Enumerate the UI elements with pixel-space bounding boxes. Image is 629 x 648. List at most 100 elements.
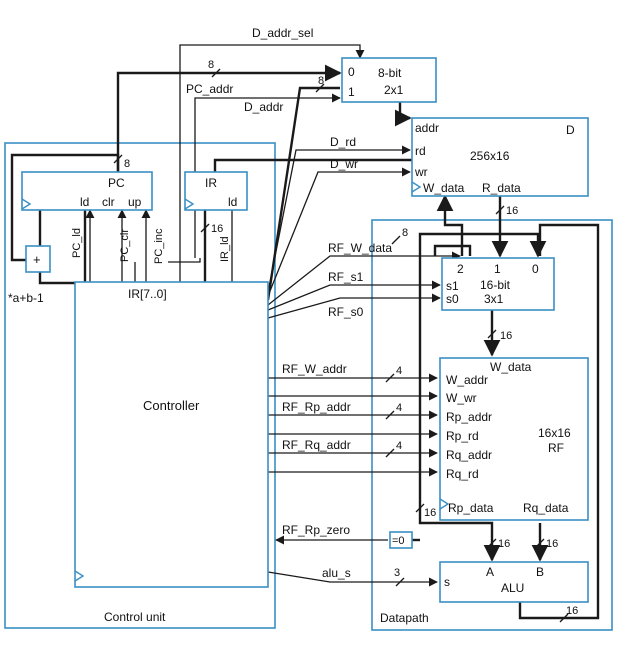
regfile-size: 16x16 [538, 426, 571, 440]
pc-port-up: up [128, 195, 142, 209]
addr-mux-block [341, 57, 437, 103]
signal-alu-s: alu_s [322, 566, 351, 580]
width-alu-s-3: 3 [394, 567, 400, 579]
width-rqaddr-4: 4 [396, 440, 402, 452]
regfile-port-rqaddr: Rq_addr [446, 448, 492, 462]
adder-block [25, 245, 51, 273]
signal-pc-inc: PC_inc [153, 228, 165, 264]
width-alu-b-16: 16 [546, 538, 558, 550]
addr-mux-line1: 8-bit [378, 66, 402, 80]
ir-port-ld: ld [228, 195, 237, 209]
memory-port-wdata: W_data [423, 181, 465, 195]
addr-mux-in0: 0 [348, 65, 355, 79]
memory-port-wr: wr [414, 165, 428, 179]
controller-label: Controller [143, 398, 200, 413]
memory-block [411, 117, 589, 197]
controller-outputs [266, 86, 461, 587]
signal-d-wr: D_wr [330, 157, 358, 171]
ir-clock-icon [184, 198, 195, 210]
regfile-block [439, 357, 589, 521]
regfile-port-waddr: W_addr [446, 373, 488, 387]
pc-port-clr: clr [102, 195, 115, 209]
rf-mux-in1: 1 [494, 262, 501, 276]
pc-port-ld: ld [80, 195, 89, 209]
width-alu-out-16: 16 [566, 605, 578, 617]
signal-pc-clr: PC_clr [119, 229, 131, 262]
signal-ir-field: IR[7..0] [128, 287, 167, 301]
width-rdata-16: 16 [506, 205, 518, 217]
memory-clock-icon [411, 181, 422, 193]
width-ir-16: 16 [211, 223, 223, 235]
ir-block [184, 171, 248, 211]
datapath-wires [394, 71, 600, 620]
width-d-addr-8: 8 [318, 75, 324, 87]
width-pc-addr-8: 8 [208, 59, 214, 71]
control-unit-label: Control unit [104, 610, 166, 624]
pc-label: PC [108, 176, 125, 190]
alu-block [439, 561, 589, 603]
signal-pc-ld: PC_ld [71, 228, 83, 258]
signal-d-rd: D_rd [330, 135, 356, 149]
rf-mux-sel0: s0 [446, 292, 459, 306]
width-waddr-4: 4 [396, 365, 402, 377]
signal-rf-rq-addr: RF_Rq_addr [282, 438, 351, 452]
regfile-out-p: Rp_data [448, 501, 494, 515]
signal-labels: D_addr_sel PC_addr D_addr D_rd D_wr RF_W… [8, 26, 392, 580]
signal-rf-rp-zero: RF_Rp_zero [282, 523, 350, 537]
adder-symbol: + [33, 252, 41, 267]
rf-mux-in2: 2 [457, 262, 464, 276]
controller-block [74, 281, 269, 588]
regfile-clock-icon [439, 498, 450, 510]
regfile-port-rqrd: Rq_rd [446, 467, 479, 481]
alu-port-a: A [486, 565, 494, 579]
bus-width-marks: 8 8 8 16 8 16 16 4 4 4 16 16 16 3 16 [113, 59, 578, 623]
signal-rf-w-addr: RF_W_addr [282, 362, 347, 376]
regfile-port-wwr: W_wr [446, 391, 477, 405]
rf-mux-line1: 16-bit [480, 278, 511, 292]
rf-mux-in0: 0 [532, 262, 539, 276]
addr-mux-in1: 1 [348, 85, 355, 99]
signal-rf-s1: RF_s1 [328, 270, 364, 284]
regfile-out-q: Rq_data [523, 501, 569, 515]
ir-label: IR [205, 176, 217, 190]
addr-mux-line2: 2x1 [384, 83, 404, 97]
width-rf-w-data-8: 8 [402, 227, 408, 239]
pc-block [21, 171, 153, 211]
alu-port-b: B [536, 565, 544, 579]
regfile-wdata: W_data [490, 360, 532, 374]
alu-name: ALU [501, 581, 524, 595]
width-rp-loop-16: 16 [424, 507, 436, 519]
memory-port-addr: addr [415, 121, 439, 135]
controller-clock-icon [74, 570, 85, 582]
pc-clock-icon [21, 198, 32, 210]
signal-ir-ld: IR_ld [219, 236, 231, 262]
datapath-label: Datapath [380, 611, 429, 625]
memory-name: D [566, 123, 575, 137]
signal-pc-addr: PC_addr [186, 82, 233, 96]
memory-port-rdata: R_data [482, 181, 521, 195]
width-rpaddr-4: 4 [396, 402, 402, 414]
rf-mux-line2: 3x1 [484, 292, 504, 306]
signal-rf-s0: RF_s0 [328, 305, 364, 319]
width-pc-8: 8 [124, 158, 130, 170]
memory-size: 256x16 [470, 149, 510, 163]
signal-rf-w-data: RF_W_data [328, 241, 392, 255]
regfile-port-rpaddr: Rp_addr [446, 410, 492, 424]
signal-d-addr: D_addr [244, 100, 283, 114]
memory-port-rd: rd [415, 144, 426, 158]
rf-mux-sel1: s1 [446, 279, 459, 293]
signal-expr: *a+b-1 [8, 291, 44, 305]
zero-compare-label: =0 [392, 535, 405, 547]
regfile-name: RF [548, 441, 564, 455]
alu-port-s: s [444, 575, 450, 589]
datapath-frame [371, 219, 613, 631]
zero-compare-block [389, 531, 413, 549]
width-alu-a-16: 16 [498, 538, 510, 550]
signal-rf-rp-addr: RF_Rp_addr [282, 400, 351, 414]
rf-mux-block [441, 257, 555, 311]
control-unit-frame [4, 142, 276, 629]
regfile-port-rprd: Rp_rd [446, 429, 479, 443]
signal-d-addr-sel: D_addr_sel [252, 26, 313, 40]
width-mux-out-16: 16 [500, 330, 512, 342]
